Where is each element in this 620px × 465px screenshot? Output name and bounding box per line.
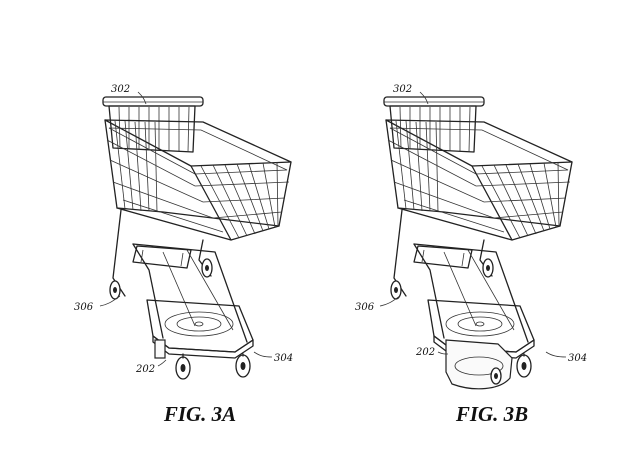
- leader-302-3b: [419, 91, 429, 105]
- label-304-3b: 304: [568, 353, 587, 364]
- label-304-3a: 304: [274, 353, 293, 364]
- device-202-3b: [445, 339, 513, 390]
- cart-drawing-3b: [383, 96, 573, 380]
- caption-3a: FIG. 3A: [163, 402, 236, 426]
- leader-306-3b: [379, 295, 401, 307]
- leader-306-3a: [99, 295, 121, 307]
- caption-3b: FIG. 3B: [455, 402, 528, 426]
- leader-202-3b: [437, 351, 449, 355]
- label-306-3a: 306: [74, 302, 94, 313]
- label-202-3b: 202: [415, 347, 435, 358]
- cart-drawing-3a: [102, 96, 292, 380]
- label-202-3a: 202: [135, 364, 155, 375]
- device-202-3a: [154, 339, 166, 359]
- label-302-3b: 302: [393, 84, 412, 95]
- figure-3b: 302 306 304 202 FIG. 3B: [355, 84, 587, 426]
- leader-304-3b: [545, 351, 567, 358]
- leader-304-3a: [253, 351, 273, 358]
- leader-202-3a: [157, 359, 167, 367]
- figure-3a: 302 306 304 202 FIG. 3A: [74, 84, 293, 426]
- label-306-3b: 306: [355, 302, 375, 313]
- leader-302-3a: [137, 91, 147, 105]
- label-302-3a: 302: [111, 84, 130, 95]
